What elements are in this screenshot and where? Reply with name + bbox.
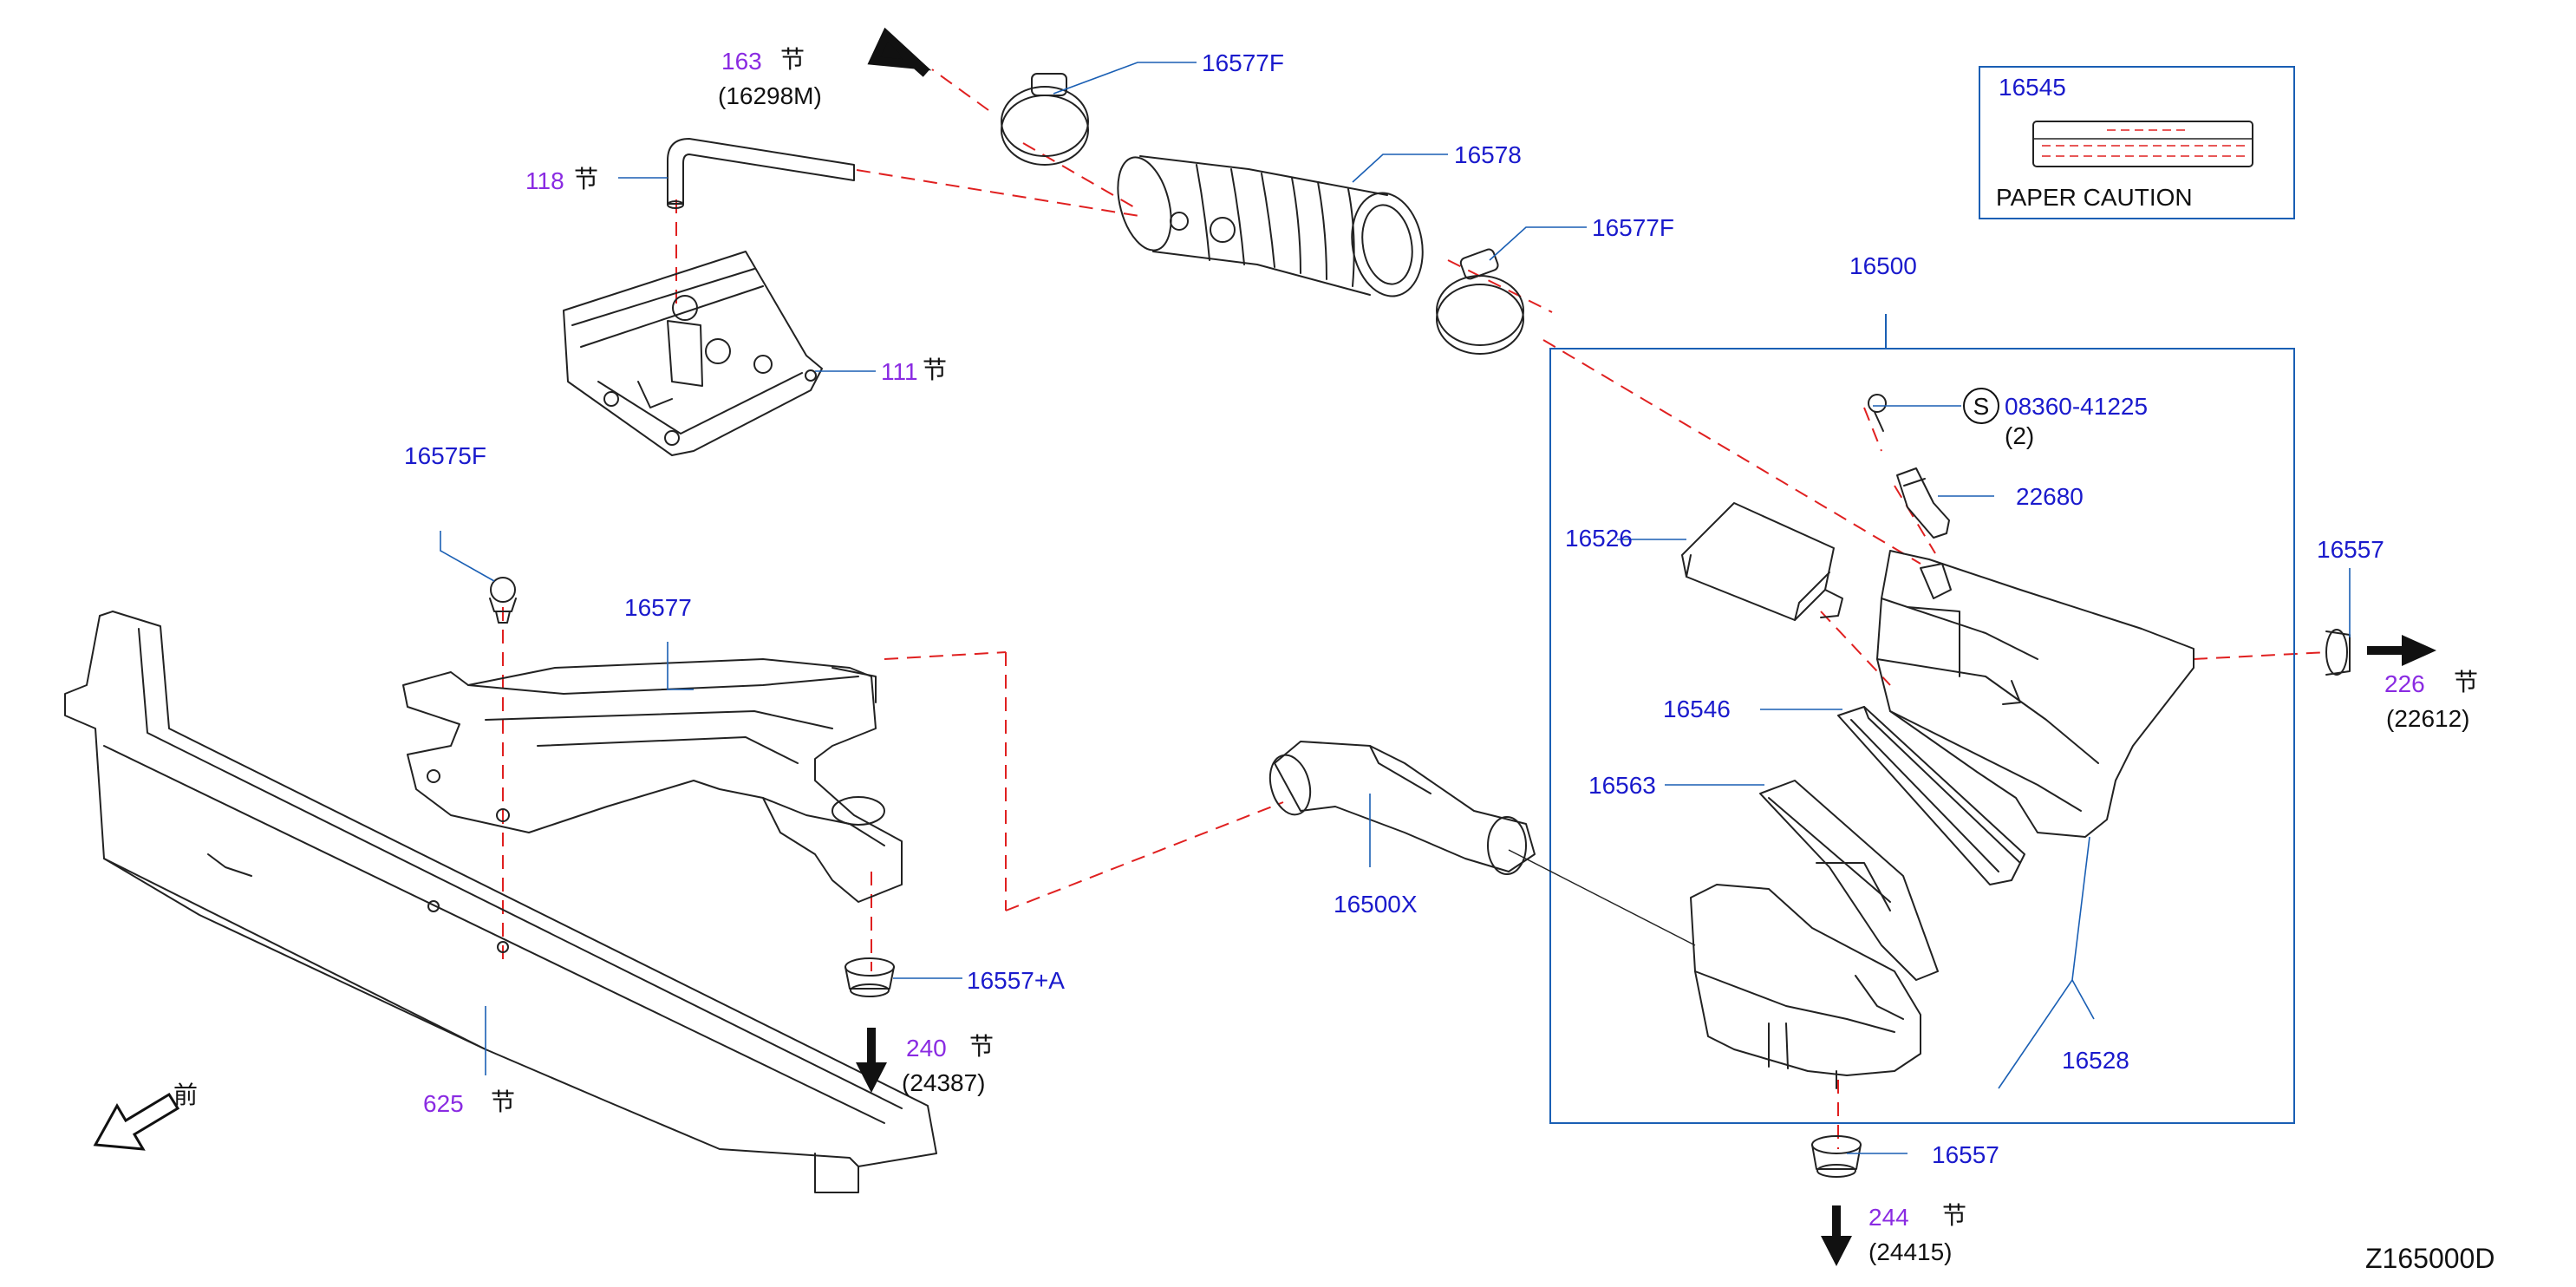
section-ref-24415: (24415) <box>1868 1238 1953 1265</box>
legend-part-number: 16545 <box>1999 74 2066 101</box>
diagram-code: Z165000D <box>2365 1243 2494 1274</box>
callout-labels: 16577F 16578 16577F 16500 08360-41225 (2… <box>404 49 2384 1168</box>
callout-16557-bottom: 16557 <box>1932 1141 1999 1168</box>
grommet-16557A-part <box>845 957 895 997</box>
filter-element-16546-part <box>1837 706 2025 885</box>
callout-08360-qty: (2) <box>2005 422 2034 449</box>
air-cleaner-lower-part <box>1690 884 1921 1089</box>
callout-08360-41225: 08360-41225 <box>2005 393 2148 420</box>
leader-lines <box>440 62 2351 1154</box>
air-cleaner-upper-part <box>1876 550 2194 838</box>
callout-16557-right: 16557 <box>2317 536 2384 563</box>
section-226: 226 <box>2384 670 2425 697</box>
arrow-right-icon <box>2367 635 2436 666</box>
air-duct-hose-part <box>1117 155 1424 297</box>
arrow-down-bottom-icon <box>1821 1205 1852 1266</box>
air-cleaner-assembly-box <box>1549 314 2295 1124</box>
section-char-118: 节 <box>574 166 598 193</box>
section-ref-24387: (24387) <box>902 1069 986 1096</box>
section-char-240: 节 <box>969 1033 994 1060</box>
inlet-duct-16500X-part <box>1268 741 1536 875</box>
callout-16577F-top: 16577F <box>1202 49 1284 76</box>
legend-caption: PAPER CAUTION <box>1996 184 2193 211</box>
section-625: 625 <box>423 1090 464 1117</box>
callout-16557A: 16557+A <box>967 967 1065 994</box>
section-244: 244 <box>1868 1204 1909 1231</box>
clip-16575F-part <box>489 577 517 624</box>
resonator-duct-part <box>402 658 903 903</box>
section-char-625: 节 <box>491 1088 515 1115</box>
section-240: 240 <box>906 1035 947 1062</box>
callout-16526: 16526 <box>1565 525 1633 552</box>
callout-16578: 16578 <box>1454 141 1522 168</box>
mass-air-flow-sensor-part <box>1896 467 1950 539</box>
callout-16500X: 16500X <box>1334 891 1418 918</box>
section-163: 163 <box>721 48 762 75</box>
front-direction-arrow-icon <box>93 1092 180 1151</box>
direction-arrows <box>93 27 2436 1266</box>
element-16563-part <box>1759 780 1939 981</box>
callout-22680: 22680 <box>2016 483 2084 510</box>
callout-16563: 16563 <box>1588 772 1656 799</box>
s-symbol: S <box>1963 388 1999 424</box>
legend-box: 16545 PAPER CAUTION <box>1979 66 2295 219</box>
callout-16577: 16577 <box>624 594 692 621</box>
bolt-part <box>1868 394 1887 432</box>
section-char-163: 节 <box>780 46 805 73</box>
section-char-111: 节 <box>923 356 947 383</box>
callout-16575F: 16575F <box>404 442 486 469</box>
radiator-core-support-part <box>64 611 937 1193</box>
hose-clamp-top-part <box>1001 73 1089 166</box>
front-label: 前 <box>173 1081 198 1108</box>
svg-text:S: S <box>1973 393 1990 420</box>
arrow-down-left-icon <box>856 1028 887 1093</box>
throttle-chamber-part <box>563 251 823 456</box>
callout-16577F-mid: 16577F <box>1592 214 1674 241</box>
section-char-244: 节 <box>1942 1202 1966 1229</box>
callout-16546: 16546 <box>1663 696 1731 722</box>
hose-clamp-mid-part <box>1436 248 1524 355</box>
section-111: 111 <box>881 358 918 385</box>
section-references: 163 节 (16298M) 118 节 111 节 226 节 (22612)… <box>173 46 2478 1265</box>
callout-16528: 16528 <box>2062 1047 2129 1074</box>
section-char-226: 节 <box>2454 669 2478 696</box>
filter-cover-16526-part <box>1681 502 1843 621</box>
section-ref-16298M: (16298M) <box>718 82 822 109</box>
pcv-hose-part <box>667 138 855 209</box>
arrow-up-left-icon <box>867 27 932 77</box>
phantom-lines <box>502 69 2329 1149</box>
section-118: 118 <box>525 167 564 194</box>
section-ref-22612: (22612) <box>2386 705 2470 732</box>
callout-16500: 16500 <box>1849 252 1917 279</box>
grommet-right-part <box>2325 629 2351 676</box>
grommet-bottom-part <box>1811 1135 1862 1178</box>
